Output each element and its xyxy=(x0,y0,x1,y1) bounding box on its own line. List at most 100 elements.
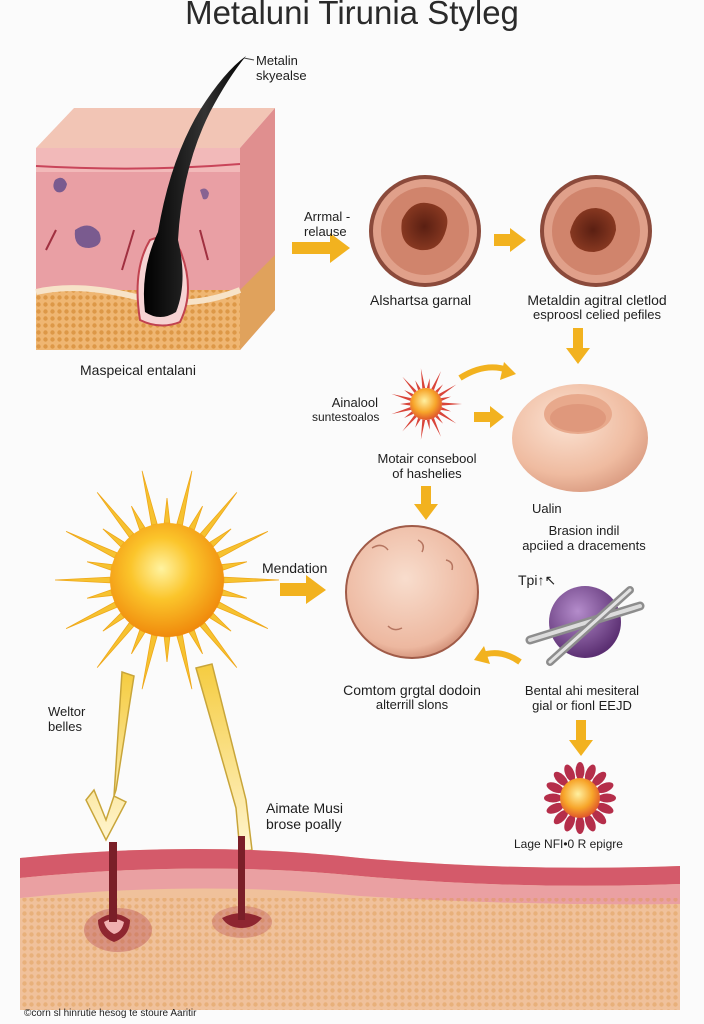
star-ray xyxy=(391,407,412,415)
sun-ray xyxy=(54,576,111,584)
sun-ray xyxy=(86,561,113,571)
star-ray xyxy=(402,415,417,432)
star-core xyxy=(410,388,442,420)
sun-ray xyxy=(131,629,146,655)
hair-shaft xyxy=(143,56,246,317)
cell-b-nucleus xyxy=(570,208,616,252)
sun-ray xyxy=(221,589,248,599)
cell-a xyxy=(369,175,481,287)
star-ray xyxy=(431,371,441,391)
flower-petal xyxy=(596,802,614,814)
page-title: Metaluni Tirunia Styleg xyxy=(185,0,519,31)
disc-label: Ualin xyxy=(532,501,562,516)
light-beams xyxy=(85,663,253,853)
round-cell xyxy=(345,525,479,659)
flower-petal xyxy=(564,814,576,832)
sun-ray xyxy=(163,636,171,663)
bottom-epidermis xyxy=(20,849,680,886)
star-ray xyxy=(441,402,462,406)
beam-left xyxy=(85,670,135,842)
arrow-cell-a-to-b xyxy=(494,228,526,252)
star-ray xyxy=(431,417,441,437)
flower-cell xyxy=(544,762,616,834)
mendation-label: Mendation xyxy=(262,560,328,576)
sun-ray xyxy=(86,589,113,599)
flower-petal xyxy=(553,771,569,787)
cell-a-nucleus xyxy=(401,202,448,251)
star-ray xyxy=(402,376,417,393)
cell-a-caption: Alshartsa garnal xyxy=(370,292,472,308)
sun-ray xyxy=(96,492,135,538)
sun-ray xyxy=(163,497,171,524)
flower-petal xyxy=(553,809,569,825)
flower-petal xyxy=(591,809,607,825)
footer-credit: ©corn sl hinrutie hesog te stoure Aariti… xyxy=(24,1008,197,1019)
sun-ray xyxy=(131,505,146,531)
flower-petal xyxy=(584,814,596,832)
star-ray xyxy=(438,411,457,424)
flower-core xyxy=(560,778,600,818)
sun xyxy=(54,470,280,690)
cell-blotch xyxy=(200,188,209,200)
flower-cell-caption: Lage NFI•0 R epigre xyxy=(514,837,623,851)
cell-b-caption: Metaldin agitral cletlod esproosl celied… xyxy=(527,292,667,323)
skin-block xyxy=(35,56,275,350)
arrows xyxy=(280,228,593,756)
sun-ray xyxy=(209,528,232,548)
flower-petal xyxy=(546,782,564,794)
star-ray xyxy=(426,378,430,389)
skin-block-caption: Maspeical entalani xyxy=(80,362,196,378)
star-ray xyxy=(391,393,412,401)
round-cell-caption: Comtom grgtal dodoin alterrill slons xyxy=(343,682,481,713)
arrow-mendation xyxy=(280,575,326,604)
star-ray xyxy=(440,396,451,401)
beam-right xyxy=(195,663,253,853)
arrow-down-to-disc xyxy=(566,328,590,364)
flower-petal xyxy=(564,764,576,782)
disc-cell xyxy=(512,384,648,492)
sun-ray xyxy=(188,629,203,655)
sun-ray xyxy=(176,470,193,526)
weltor-label: Weltor belles xyxy=(48,704,86,734)
tp-label: Tpi↑↖ xyxy=(518,572,557,588)
disc-description: Brasion indil apciied a dracements xyxy=(522,523,646,553)
bottom-skin xyxy=(20,836,680,1010)
arrow-down-to-round xyxy=(414,486,438,520)
star-ray xyxy=(435,384,444,393)
purple-cell xyxy=(525,586,645,666)
sun-ray xyxy=(102,612,125,632)
arrow-in-label: Arrmal - relause xyxy=(304,209,351,239)
arrow-curved-to-disc xyxy=(458,364,509,381)
sun-ray xyxy=(141,470,158,526)
sun-ray xyxy=(96,622,135,668)
arrow-down-to-flower xyxy=(569,720,593,756)
star-ray xyxy=(435,415,444,424)
middle-caption: Motair consebool of hashelies xyxy=(377,451,477,481)
hair-label-leader xyxy=(243,57,255,61)
sun-ray xyxy=(209,612,232,632)
star-ray xyxy=(404,389,414,397)
flower-petal xyxy=(598,793,616,803)
sun-ray xyxy=(188,505,203,531)
hair-label: Metalin skyealse xyxy=(256,53,307,83)
sun-ray xyxy=(102,528,125,548)
skin-block-top xyxy=(36,108,275,148)
sun-core xyxy=(110,523,224,637)
flower-petal xyxy=(546,802,564,814)
small-star-label: Ainalool suntestoalos xyxy=(312,395,380,424)
sun-ray xyxy=(199,622,238,668)
wound-right xyxy=(222,913,262,928)
star-ray xyxy=(415,417,421,428)
sun-ray xyxy=(223,576,280,584)
sun-ray xyxy=(221,561,248,571)
star-ray xyxy=(400,402,411,406)
star-ray xyxy=(426,419,430,430)
star-ray xyxy=(415,380,421,391)
star-ray xyxy=(440,407,451,412)
star-ray xyxy=(404,411,414,419)
flower-petal xyxy=(584,764,596,782)
star-ray xyxy=(420,368,426,389)
purple-cell-caption: Bental ahi mesiteral gial or fionl EEJD xyxy=(524,683,640,713)
arrow-star-to-disc xyxy=(474,406,504,428)
